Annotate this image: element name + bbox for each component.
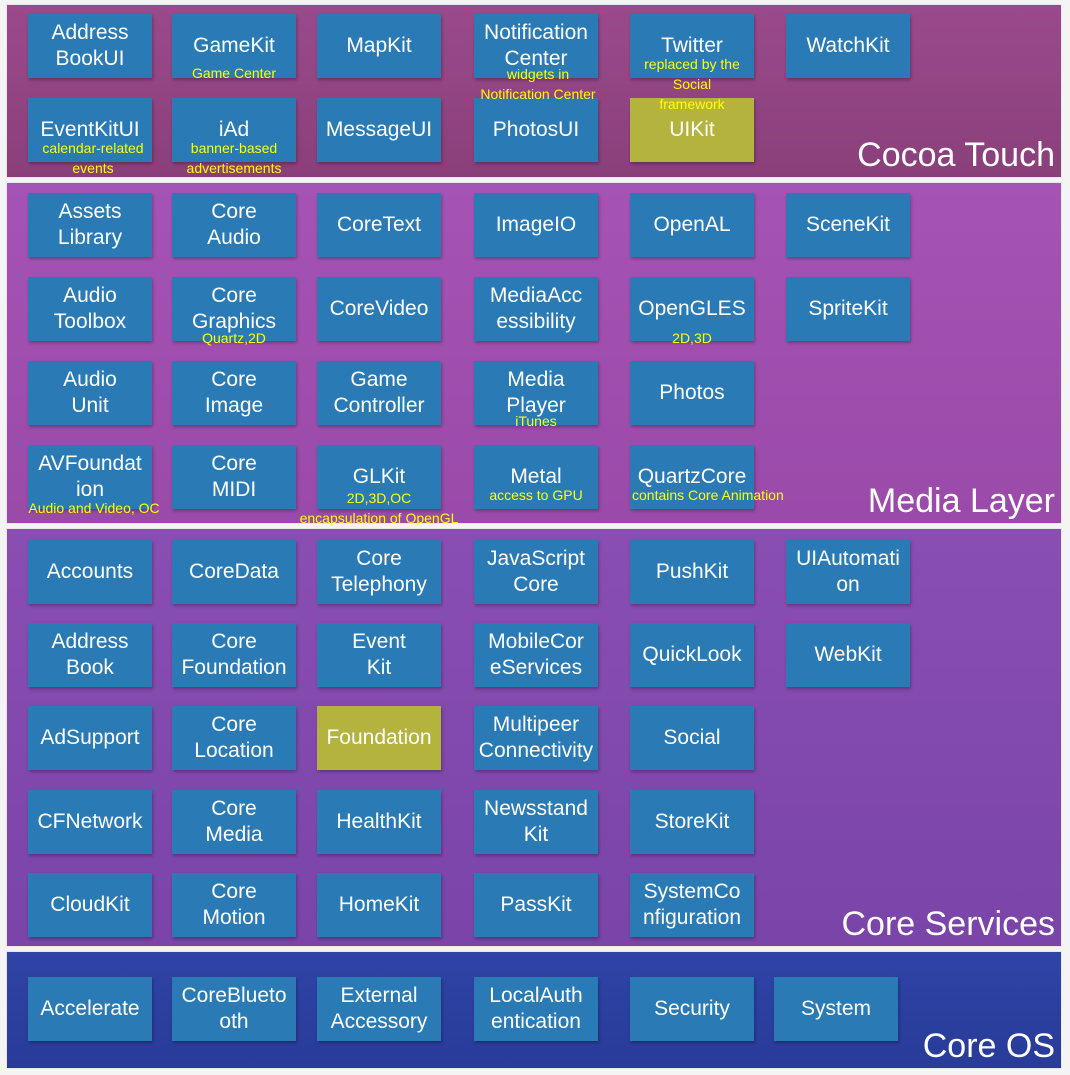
tile-storekit[interactable]: StoreKit	[630, 790, 754, 854]
tile-accounts[interactable]: Accounts	[28, 540, 152, 604]
note-twitter: replaced by the Social framework	[644, 56, 740, 112]
note-game-center: Game Center	[191, 65, 277, 81]
tile-security[interactable]: Security	[630, 977, 754, 1041]
note-metal: access to GPU	[489, 487, 583, 503]
note-quartz: Quartz,2D	[202, 330, 266, 346]
tile-system[interactable]: System	[774, 977, 898, 1041]
note-calendar: calendar-related events	[42, 140, 144, 176]
tile-metal[interactable]: Metal	[474, 445, 598, 509]
tile-gamekit[interactable]: GameKit	[172, 14, 296, 78]
tile-openal[interactable]: OpenAL	[630, 193, 754, 257]
tile-passkit[interactable]: PassKit	[474, 873, 598, 937]
note-glkit: 2D,3D,OC encapsulation of OpenGL	[299, 490, 459, 526]
tile-webkit[interactable]: WebKit	[786, 623, 910, 687]
layer-title-media: Media Layer	[867, 482, 1055, 520]
tile-accelerate[interactable]: Accelerate	[28, 977, 152, 1041]
note-quartzcore: contains Core Animation	[632, 487, 784, 503]
layer-title-cocoa-touch: Cocoa Touch	[857, 136, 1055, 174]
tile-opengles[interactable]: OpenGLES	[630, 277, 754, 341]
tile-photos[interactable]: Photos	[630, 361, 754, 425]
tile-quicklook[interactable]: QuickLook	[630, 623, 754, 687]
tile-pushkit[interactable]: PushKit	[630, 540, 754, 604]
tile-coredata[interactable]: CoreData	[172, 540, 296, 604]
tile-healthkit[interactable]: HealthKit	[317, 790, 441, 854]
tile-photosui[interactable]: PhotosUI	[474, 98, 598, 162]
tile-foundation[interactable]: Foundation	[317, 706, 441, 770]
tile-imageio[interactable]: ImageIO	[474, 193, 598, 257]
tile-quartzcore[interactable]: QuartzCore	[630, 445, 754, 509]
tile-social[interactable]: Social	[630, 706, 754, 770]
tile-iad[interactable]: iAd	[172, 98, 296, 162]
tile-scenekit[interactable]: SceneKit	[786, 193, 910, 257]
note-widgets: widgets in Notification Center	[480, 66, 596, 102]
tile-uikit[interactable]: UIKit	[630, 98, 754, 162]
note-itunes: iTunes	[515, 413, 557, 429]
tile-twitter[interactable]: Twitter	[630, 14, 754, 78]
layer-title-core-services: Core Services	[841, 905, 1055, 943]
tile-mapkit[interactable]: MapKit	[317, 14, 441, 78]
note-opengles: 2D,3D	[672, 330, 712, 346]
tile-cfnetwork[interactable]: CFNetwork	[28, 790, 152, 854]
note-avfoundation: Audio and Video, OC	[28, 500, 160, 516]
tile-glkit[interactable]: GLKit	[317, 445, 441, 509]
tile-coretext[interactable]: CoreText	[317, 193, 441, 257]
tile-spritekit[interactable]: SpriteKit	[786, 277, 910, 341]
tile-cloudkit[interactable]: CloudKit	[28, 873, 152, 937]
tile-messageui[interactable]: MessageUI	[317, 98, 441, 162]
tile-homekit[interactable]: HomeKit	[317, 873, 441, 937]
tile-corevideo[interactable]: CoreVideo	[317, 277, 441, 341]
tile-eventkitui[interactable]: EventKitUI	[28, 98, 152, 162]
tile-adsupport[interactable]: AdSupport	[28, 706, 152, 770]
layer-title-core-os: Core OS	[922, 1027, 1055, 1065]
note-iad: banner-based advertisements	[186, 140, 282, 176]
tile-watchkit[interactable]: WatchKit	[786, 14, 910, 78]
